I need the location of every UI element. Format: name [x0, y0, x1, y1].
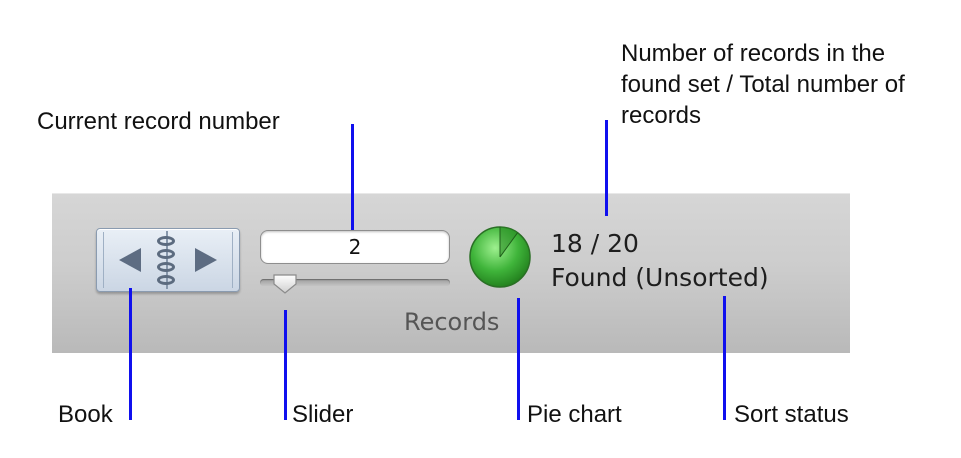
record-count-text: 18 / 20: [551, 229, 639, 258]
leader-line-book: [129, 288, 132, 420]
record-slider-track[interactable]: [260, 279, 450, 286]
toolbar-top-edge: [52, 193, 850, 194]
callout-book: Book: [58, 401, 113, 428]
book-page-edge: [232, 232, 233, 288]
callout-slider: Slider: [292, 401, 354, 428]
arrow-left-icon[interactable]: [119, 248, 141, 272]
leader-line-slider: [284, 310, 287, 420]
records-group-label: Records: [404, 308, 500, 336]
arrow-right-icon[interactable]: [195, 248, 217, 272]
book-ring-icon: [157, 236, 175, 246]
book-navigation-button[interactable]: [96, 228, 240, 292]
leader-line-current-record: [351, 124, 354, 230]
leader-line-sort-status: [723, 296, 726, 420]
sort-status-text: Found (Unsorted): [551, 263, 769, 292]
leader-line-pie-chart: [517, 298, 520, 420]
book-ring-icon: [157, 249, 175, 259]
records-toolbar: 18 / 20 Found (Unsorted) Records: [52, 193, 850, 353]
current-record-input[interactable]: [260, 230, 450, 264]
book-spine: [166, 231, 168, 289]
slider-thumb-icon[interactable]: [272, 273, 298, 295]
callout-current-record-number: Current record number: [37, 108, 280, 135]
pie-chart-icon: [469, 226, 531, 288]
callout-record-counts: Number of records in the found set / Tot…: [621, 40, 905, 129]
leader-line-record-counts: [605, 120, 608, 216]
callout-pie-chart: Pie chart: [527, 401, 622, 428]
book-ring-icon: [157, 275, 175, 285]
book-page-edge: [103, 232, 104, 288]
callout-sort-status: Sort status: [734, 401, 849, 428]
book-ring-icon: [157, 262, 175, 272]
